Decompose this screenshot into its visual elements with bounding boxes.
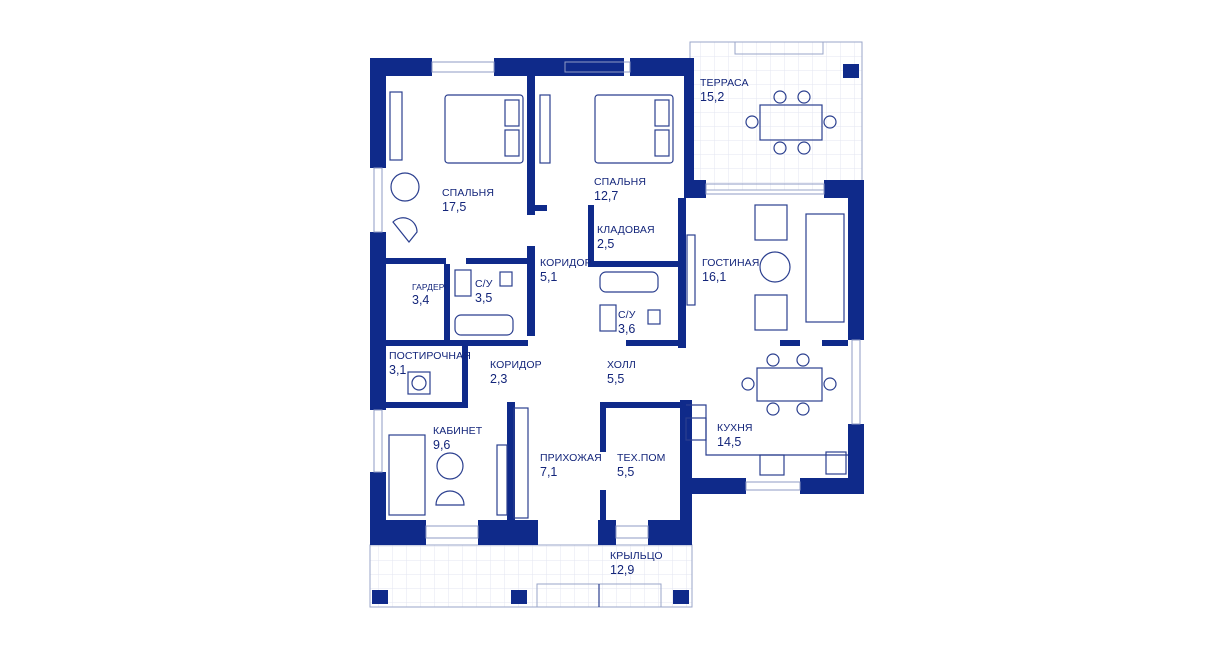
room-name: КУХНЯ — [717, 422, 753, 434]
room-area: 3,1 — [389, 363, 407, 378]
room-area: 3,5 — [475, 291, 493, 306]
room-name: ПРИХОЖАЯ — [540, 452, 602, 464]
room-area: 7,1 — [540, 465, 558, 480]
room-area: 5,5 — [617, 465, 635, 480]
room-name: КЛАДОВАЯ — [597, 224, 655, 236]
room-area: 16,1 — [702, 270, 727, 285]
room-name: С/У — [618, 309, 636, 321]
room-name: СПАЛЬНЯ — [594, 176, 647, 188]
room-name: КАБИНЕТ — [433, 425, 483, 437]
room-area: 3,6 — [618, 322, 636, 337]
room-name: ПОСТИРОЧНАЯ — [389, 350, 471, 362]
room-wardrobe: ГАРДЕРОБ3,4 — [412, 282, 446, 308]
walls — [370, 58, 864, 545]
room-area: 12,9 — [610, 563, 635, 578]
room-area: 12,7 — [594, 189, 619, 204]
room-name: СПАЛЬНЯ — [442, 187, 495, 199]
windows — [373, 61, 861, 539]
terrace-area — [689, 41, 863, 191]
room-area: 5,1 — [540, 270, 558, 285]
room-name: ТЕХ.ПОМ — [617, 452, 666, 464]
room-name: ХОЛЛ — [607, 359, 636, 371]
room-area: 2,3 — [490, 372, 508, 387]
room-name: КОРИДОР — [540, 257, 592, 269]
room-name: КРЫЛЬЦО — [610, 550, 663, 562]
room-name: КОРИДОР — [490, 359, 542, 371]
room-area: 15,2 — [700, 90, 725, 105]
room-name: С/У — [475, 278, 493, 290]
room-name: ТЕРРАСА — [700, 77, 749, 89]
room-name: ГАРДЕРОБ — [412, 282, 446, 292]
bed-icon — [594, 94, 674, 164]
room-name: ГОСТИНАЯ — [702, 257, 760, 269]
furniture — [388, 90, 848, 607]
room-area: 17,5 — [442, 200, 467, 215]
room-area: 3,4 — [412, 292, 430, 307]
bed-icon — [444, 94, 524, 164]
room-area: 5,5 — [607, 372, 625, 387]
room-area: 2,5 — [597, 237, 615, 252]
room-area: 9,6 — [433, 438, 451, 453]
room-area: 14,5 — [717, 435, 742, 450]
